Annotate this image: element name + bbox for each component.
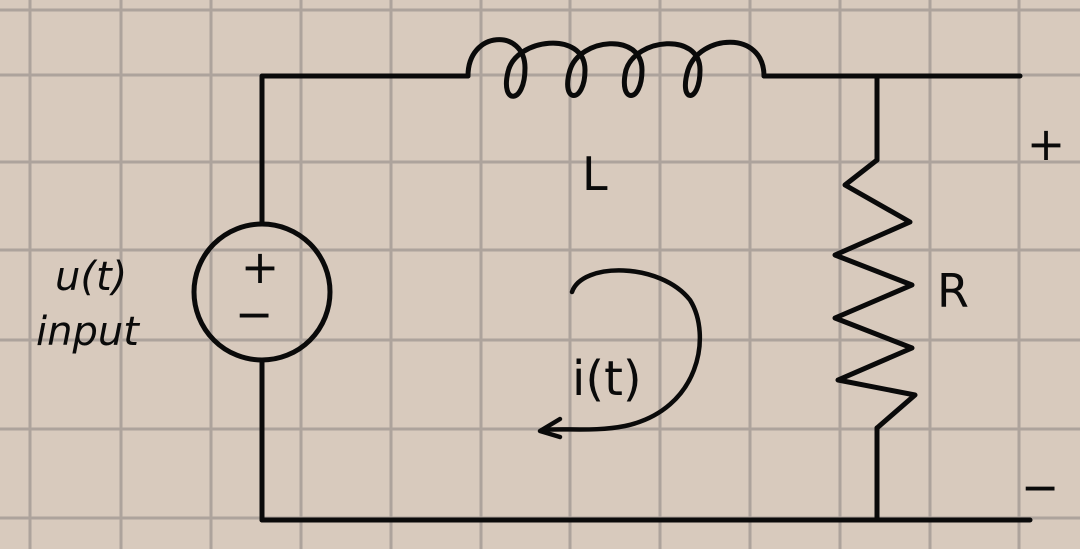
source-name-label: u(t) [55, 254, 127, 300]
resistor-label: R [937, 264, 969, 318]
source-circle [191, 221, 333, 363]
inductor-label: L [582, 147, 608, 201]
voltage-source: + − [191, 221, 333, 363]
source-minus: − [235, 287, 274, 341]
current-arrow [537, 268, 703, 440]
output-plus-label: + [1027, 117, 1066, 171]
source-desc-label: input [36, 309, 140, 355]
inductor-coil [465, 37, 767, 99]
resistor-zigzag [832, 157, 918, 431]
output-minus-label: − [1021, 460, 1060, 514]
current-label: i(t) [572, 351, 642, 407]
top-left-wire [259, 73, 471, 226]
source-plus: + [241, 240, 280, 294]
